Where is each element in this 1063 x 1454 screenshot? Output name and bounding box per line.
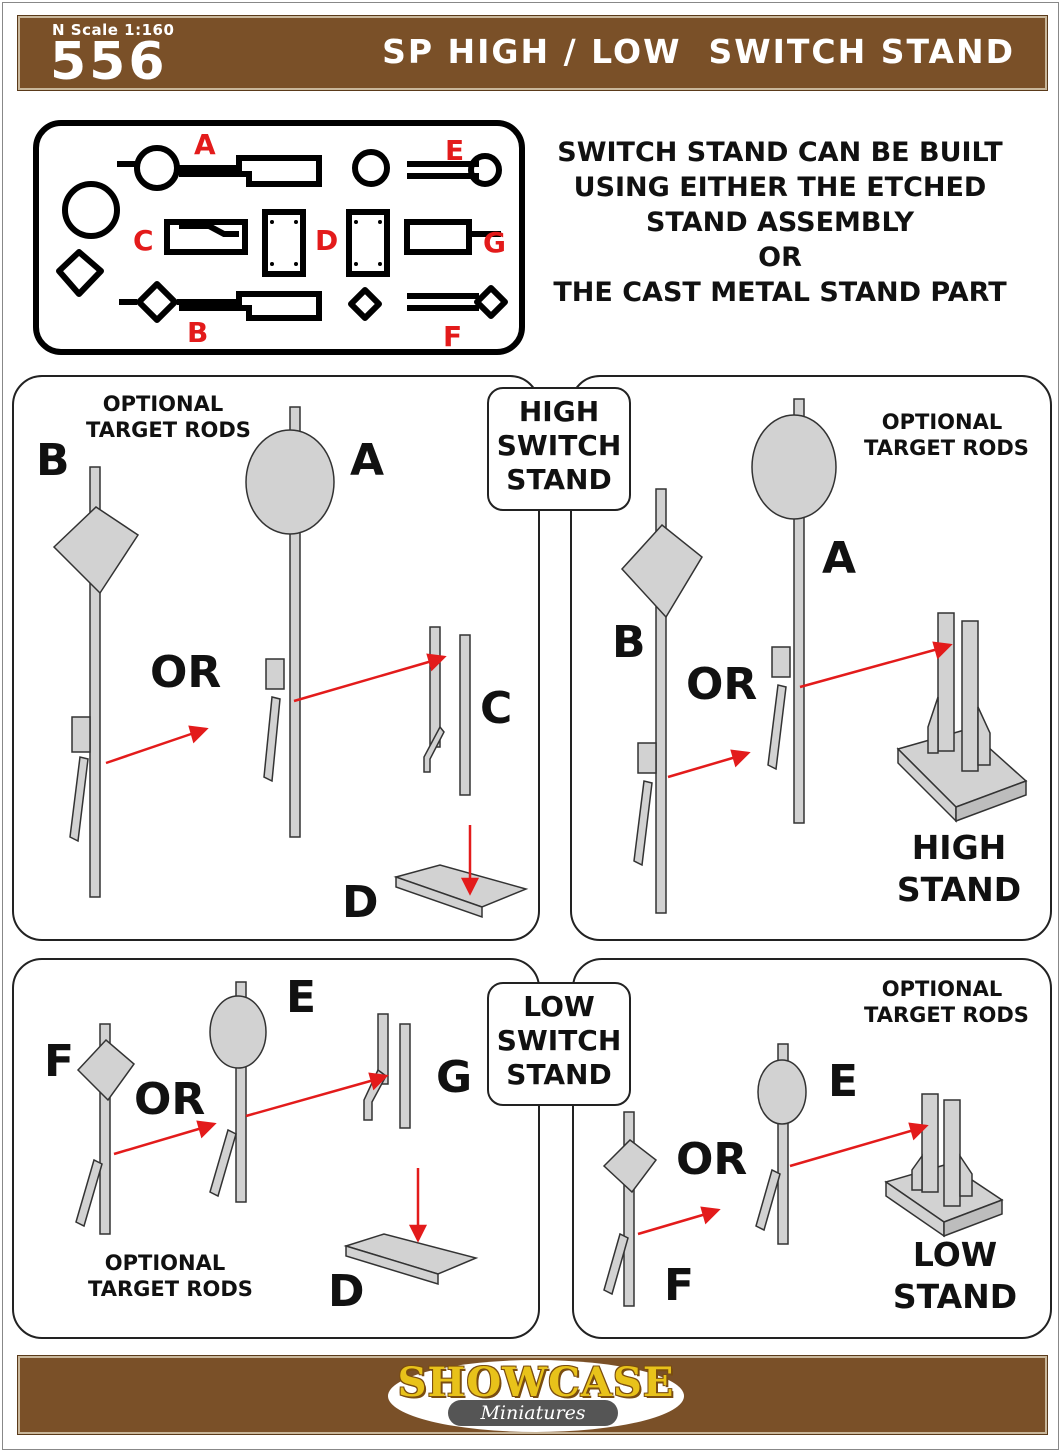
label-or: OR [686, 659, 758, 710]
stand-line: STAND [892, 1277, 1018, 1316]
high-etched-panel: OPTIONAL TARGET RODS B A OR C D [12, 375, 540, 941]
label-d: D [342, 877, 379, 928]
header-bar: N Scale 1:160 556 SP HIGH / LOW SWITCH S… [17, 15, 1048, 92]
label-g: G [436, 1052, 473, 1103]
optional-line: OPTIONAL [102, 392, 224, 416]
tag-line: STAND [506, 1058, 612, 1091]
optional-line: OPTIONAL [881, 977, 1003, 1001]
label-b: B [612, 617, 646, 668]
label-or: OR [676, 1134, 748, 1185]
optional-target-rods-label: OPTIONAL TARGET RODS [864, 409, 1029, 461]
tag-line: SWITCH [496, 1024, 622, 1057]
fret-label-d: D [315, 224, 339, 257]
label-e: E [828, 1056, 859, 1107]
stand-line: LOW [912, 1235, 998, 1274]
low-cast-drawing [602, 1043, 1004, 1307]
label-or: OR [150, 647, 222, 698]
label-b: B [36, 435, 70, 486]
tag-line: LOW [523, 990, 595, 1023]
miniatures-logo: Miniatures [480, 1402, 586, 1424]
label-f: F [664, 1260, 695, 1311]
optional-target-rods-label: OPTIONAL TARGET RODS [88, 1250, 253, 1302]
high-cast-drawing [620, 398, 1028, 914]
note-line: STAND ASSEMBLY [645, 207, 915, 238]
logo-sub-background [448, 1400, 618, 1426]
note-line: THE CAST METAL STAND PART [553, 277, 1007, 308]
note-line: USING EITHER THE ETCHED [573, 172, 987, 203]
fret-label-c: C [133, 224, 154, 257]
high-etched-drawing [52, 406, 529, 919]
optional-line: TARGET RODS [88, 1277, 253, 1301]
tag-line: SWITCH [496, 429, 622, 462]
fret-parts-drawing [56, 145, 508, 323]
optional-target-rods-label: OPTIONAL TARGET RODS [864, 976, 1029, 1028]
product-number: 556 [50, 32, 168, 92]
label-f: F [44, 1036, 75, 1087]
high-switch-stand-tag: HIGH SWITCH STAND [487, 387, 631, 511]
label-a: A [822, 533, 857, 584]
label-e: E [286, 972, 317, 1023]
label-c: C [480, 683, 513, 734]
optional-line: TARGET RODS [864, 1003, 1029, 1027]
optional-line: TARGET RODS [864, 436, 1029, 460]
note-line: OR [758, 242, 802, 273]
label-d: D [328, 1266, 365, 1317]
tag-line: STAND [506, 463, 612, 496]
fret-label-a: A [194, 128, 216, 161]
fret-label-b: B [187, 316, 209, 349]
fret-label-g: G [483, 226, 506, 259]
low-etched-drawing [75, 981, 479, 1286]
optional-line: TARGET RODS [86, 418, 251, 442]
low-stand-caption: LOW STAND [882, 1234, 1028, 1318]
low-cast-panel: OPTIONAL TARGET RODS E OR F LOW STAND [572, 958, 1052, 1339]
fret-label-e: E [445, 134, 465, 167]
note-line: SWITCH STAND CAN BE BUILT [557, 137, 1003, 168]
stand-line: HIGH [911, 828, 1007, 867]
high-stand-caption: HIGH STAND [884, 827, 1034, 911]
assembly-note: SWITCH STAND CAN BE BUILT USING EITHER T… [540, 135, 1020, 310]
optional-target-rods-label: OPTIONAL TARGET RODS [86, 391, 251, 443]
scale-label: N Scale 1:160 [52, 21, 175, 39]
optional-line: OPTIONAL [104, 1251, 226, 1275]
showcase-logo: SHOWCASE [397, 1359, 675, 1406]
optional-line: OPTIONAL [881, 410, 1003, 434]
low-etched-panel: E F OR G OPTIONAL TARGET RODS D [12, 958, 540, 1339]
tag-line: HIGH [518, 395, 600, 428]
stand-line: STAND [896, 870, 1022, 909]
label-a: A [350, 435, 385, 486]
etched-fret-diagram: A B C D E F G [33, 120, 525, 355]
low-switch-stand-tag: LOW SWITCH STAND [487, 982, 631, 1106]
label-or: OR [134, 1074, 206, 1125]
high-cast-panel: OPTIONAL TARGET RODS A B OR HIGH STAND [570, 375, 1052, 941]
fret-label-f: F [443, 320, 463, 353]
page-title: SP HIGH / LOW SWITCH STAND [382, 32, 1015, 71]
